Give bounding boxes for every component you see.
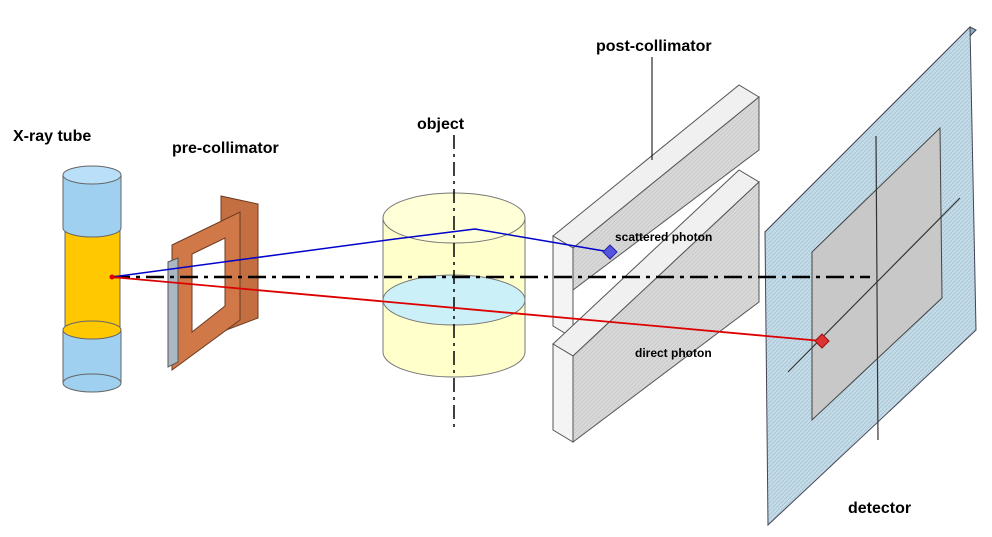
post-collimator-upper-front xyxy=(552,235,574,339)
direct-ray xyxy=(111,276,823,342)
tube-bottom-cap-top xyxy=(62,320,122,340)
pre-collimator xyxy=(167,195,259,371)
label-direct-photon: direct photon xyxy=(635,346,712,360)
detector-vertical-axis xyxy=(875,135,879,441)
direct-photon-marker xyxy=(814,333,830,349)
label-detector: detector xyxy=(848,500,911,517)
scattered-photon-marker xyxy=(602,244,618,260)
xray-tube xyxy=(62,165,122,393)
tube-bottom-face xyxy=(62,373,122,393)
object-cylinder xyxy=(382,135,526,430)
post-collimator xyxy=(552,84,760,444)
xray-source-point xyxy=(109,274,115,280)
label-xray-tube: X-ray tube xyxy=(13,128,91,145)
label-post-collimator: post-collimator xyxy=(596,38,712,55)
post-collimator-lower-front xyxy=(552,343,574,443)
detector-panel xyxy=(764,25,977,527)
label-pre-collimator: pre-collimator xyxy=(172,140,279,157)
scattered-ray xyxy=(111,228,611,278)
pre-collimator-side-rail xyxy=(167,257,179,368)
tube-top-face xyxy=(62,165,122,185)
label-scattered-photon: scattered photon xyxy=(615,230,712,244)
label-object: object xyxy=(417,116,465,133)
rays xyxy=(109,228,830,349)
